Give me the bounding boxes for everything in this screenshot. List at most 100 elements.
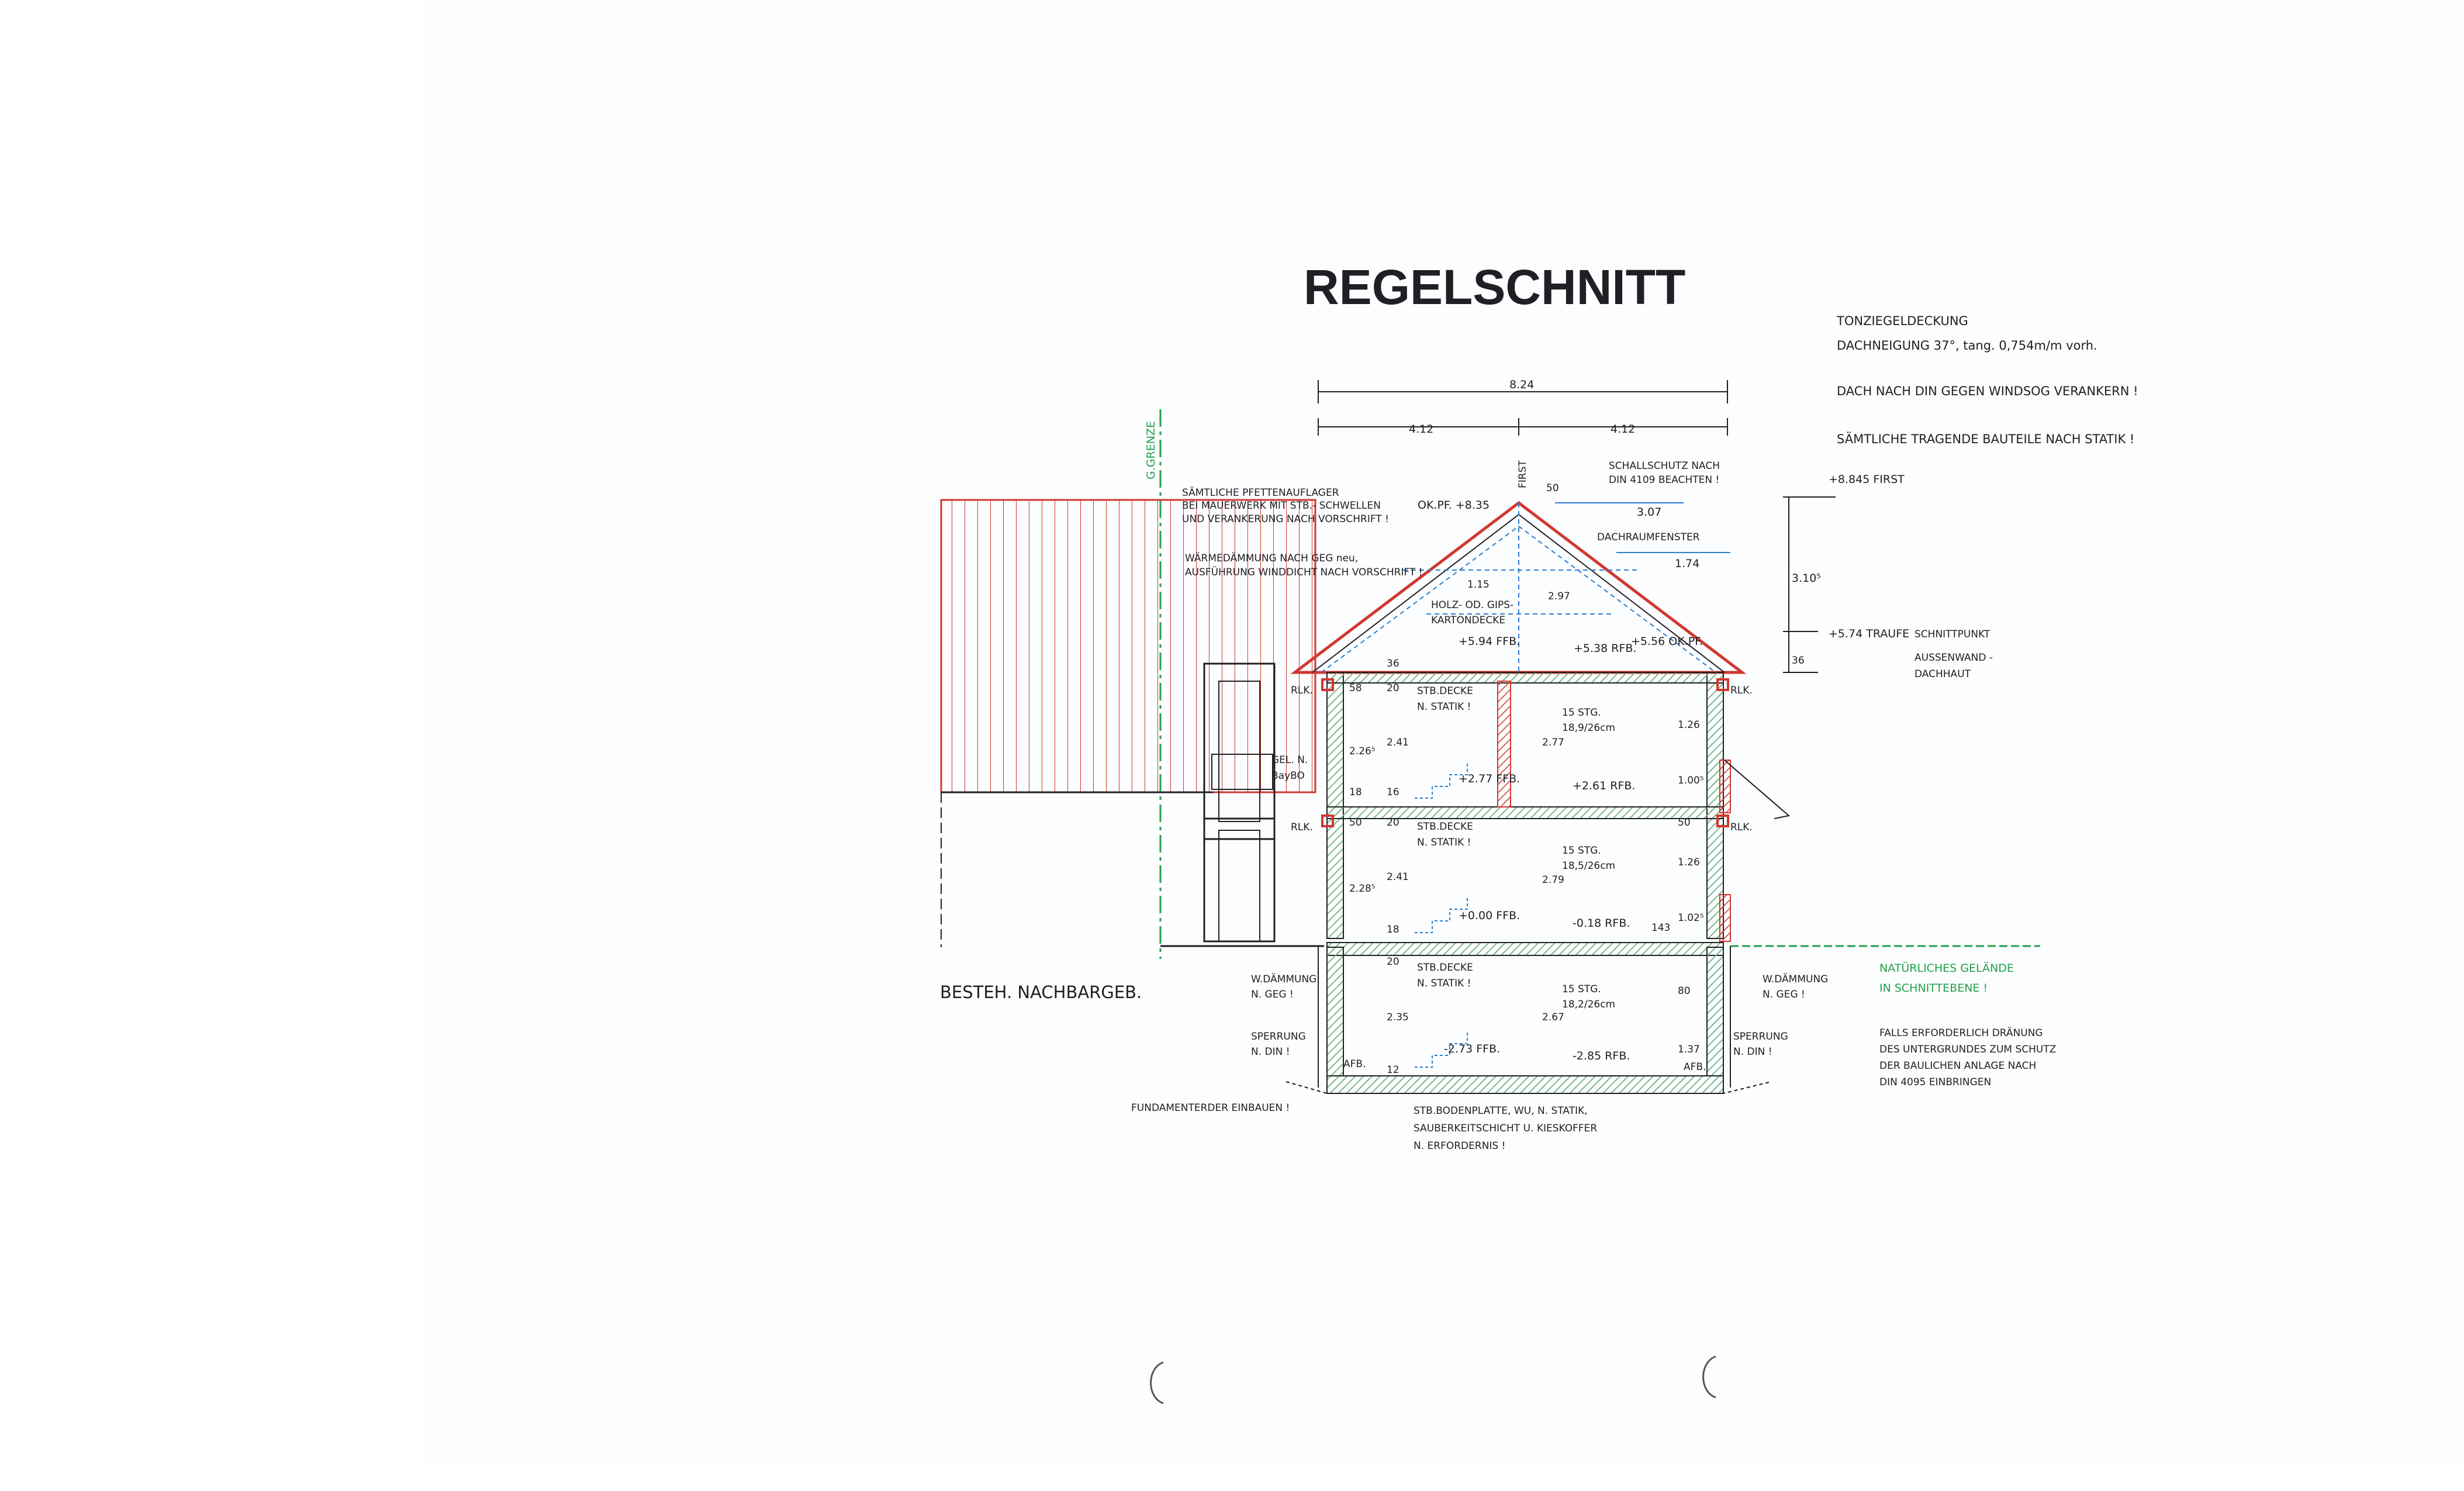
wdaemmung-right-1: W.DÄMMUNG (1763, 973, 1828, 985)
note-windsog: DACH NACH DIN GEGEN WINDSOG VERANKERN ! (1837, 384, 2138, 398)
waerme-note-2: AUSFÜHRUNG WINDDICHT NACH VORSCHRIFT ! (1185, 565, 1423, 578)
dimension-lines (1318, 380, 1836, 673)
rlk-label-2: RLK. (1730, 685, 1753, 696)
sperrung-left-1: SPERRUNG (1251, 1031, 1306, 1043)
dim-floor2-16: 16 (1387, 786, 1399, 798)
holz-note-1: HOLZ- OD. GIPS- (1431, 599, 1513, 611)
note-deckung: TONZIEGELDECKUNG (1836, 314, 1968, 328)
roof-notes: TONZIEGELDECKUNG DACHNEIGUNG 37°, tang. … (1836, 314, 2138, 446)
afb-right: AFB. (1684, 1061, 1706, 1073)
level-rfb-261: +2.61 RFB. (1573, 779, 1635, 792)
dim-dachfenster-1: 3.07 (1637, 506, 1661, 519)
rlk-label-3: RLK. (1291, 822, 1313, 833)
drawing-title: REGELSCHNITT (1304, 260, 1685, 315)
building-section (1285, 672, 1791, 1094)
dim-floor1-126: 1.26 (1678, 857, 1700, 868)
besteh-label: BESTEH. NACHBARGEB. (940, 982, 1142, 1002)
stb-decke-3: STB.DECKE (1417, 962, 1473, 974)
schall-note-2: DIN 4109 BEACHTEN ! (1609, 474, 1719, 486)
dim-dachfenster-2: 1.74 (1675, 557, 1699, 570)
dim-floor1-241: 2.41 (1387, 871, 1409, 883)
draen-note-1: FALLS ERFORDERLICH DRÄNUNG (1879, 1027, 2043, 1039)
sperrung-right-1: SPERRUNG (1733, 1031, 1788, 1043)
first-level-label: +8.845 FIRST (1829, 473, 1905, 486)
dim-keller-143: 143 (1651, 922, 1670, 934)
dim-floor1-102: 1.02⁵ (1678, 912, 1704, 924)
schnitt-note-1: SCHNITTPUNKT (1914, 629, 1990, 640)
pfetten-note-3: UND VERANKERUNG NACH VORSCHRIFT ! (1182, 513, 1389, 525)
stairs-3b: 18,2/26cm (1562, 999, 1615, 1010)
schnitt-note-2: AUSSENWAND - (1914, 652, 1993, 664)
g-grenze-label: G.GRENZE (1145, 421, 1157, 479)
wdaemmung-left-1: W.DÄMMUNG (1251, 973, 1316, 985)
wdaemmung-left-2: N. GEG ! (1251, 989, 1294, 1000)
dim-keller-80: 80 (1678, 985, 1691, 997)
schall-note-1: SCHALLSCHUTZ NACH (1609, 460, 1720, 472)
traufe-label: +5.74 TRAUFE (1829, 627, 1909, 640)
level-rfb-285: -2.85 RFB. (1573, 1050, 1630, 1062)
fundament-note: FUNDAMENTERDER EINBAUEN ! (1131, 1102, 1290, 1114)
dim-floor1-228: 2.28⁵ (1349, 883, 1376, 895)
note-neigung: DACHNEIGUNG 37°, tang. 0,754m/m vorh. (1837, 339, 2097, 353)
stairs-1: 15 STG. (1562, 707, 1601, 719)
gel-note-1: GEL. N. (1271, 754, 1308, 766)
dim-keller-20: 20 (1387, 956, 1399, 968)
sperrung-right-2: N. DIN ! (1733, 1046, 1772, 1058)
dim-keller-12: 12 (1387, 1064, 1399, 1076)
dim-first-50: 50 (1546, 482, 1559, 494)
dim-right-310: 3.10⁵ (1792, 572, 1821, 585)
sperrung-left-2: N. DIN ! (1251, 1046, 1290, 1058)
dim-attic-115: 1.15 (1467, 579, 1490, 591)
wdaemmung-right-2: N. GEG ! (1763, 989, 1805, 1000)
schnitt-note-3: DACHHAUT (1914, 668, 1971, 680)
dim-half-left: 4.12 (1409, 423, 1433, 436)
pfetten-note-1: SÄMTLICHE PFETTENAUFLAGER (1182, 486, 1339, 499)
dim-floor2-277: 2.77 (1542, 737, 1564, 748)
boden-note-1: STB.BODENPLATTE, WU, N. STATIK, (1414, 1105, 1588, 1117)
okpf-top-label: OK.PF. +8.35 (1418, 499, 1490, 512)
level-ffb-277: +2.77 FFB. (1459, 772, 1520, 785)
gelaende-note-1: NATÜRLICHES GELÄNDE (1879, 961, 2014, 975)
dim-floor2-20: 20 (1387, 682, 1399, 694)
dim-floor1-18: 18 (1387, 924, 1399, 936)
dim-keller-267: 2.67 (1542, 1012, 1564, 1023)
stb-decke-2: STB.DECKE (1417, 821, 1473, 833)
dim-half-right: 4.12 (1611, 423, 1635, 436)
draen-note-4: DIN 4095 EINBRINGEN (1879, 1076, 1991, 1088)
waerme-note-1: WÄRMEDÄMMUNG NACH GEG neu, (1185, 552, 1358, 564)
afb-left: AFB. (1343, 1058, 1366, 1070)
dim-attic-297: 2.97 (1548, 591, 1570, 602)
stairs-2: 15 STG. (1562, 845, 1601, 857)
dim-total: 8.24 (1509, 378, 1534, 391)
pfetten-note-2: BEI MAUERWERK MIT STB.- SCHWELLEN (1182, 500, 1381, 512)
dim-floor2-18: 18 (1349, 786, 1362, 798)
n-statik-2: N. STATIK ! (1417, 837, 1471, 848)
punch-hole-right (1702, 1355, 1716, 1399)
stairs-1b: 18,9/26cm (1562, 722, 1615, 734)
draen-note-2: DES UNTERGRUNDES ZUM SCHUTZ (1879, 1044, 2056, 1055)
level-ffb-594: +5.94 FFB. (1459, 635, 1520, 648)
dimension-texts: 8.24 4.12 4.12 50 3.07 1.74 3.10⁵ 36 2.9… (1349, 378, 1821, 1076)
dim-floor1-50r: 50 (1678, 817, 1691, 829)
stb-decke-1: STB.DECKE (1417, 685, 1473, 697)
note-statik: SÄMTLICHE TRAGENDE BAUTEILE NACH STATIK … (1837, 432, 2134, 446)
holz-note-2: KARTONDECKE (1431, 615, 1505, 626)
dim-floor2-126: 1.26 (1678, 719, 1700, 731)
dim-floor2-100: 1.00⁵ (1678, 775, 1704, 786)
gel-note-2: BayBO (1271, 770, 1305, 782)
rlk-label-4: RLK. (1730, 822, 1753, 833)
dim-floor1-20: 20 (1387, 817, 1399, 829)
punch-hole-left (1150, 1361, 1164, 1404)
dachraumfenster-label: DACHRAUMFENSTER (1597, 531, 1700, 543)
stairs-2b: 18,5/26cm (1562, 860, 1615, 872)
dim-keller-235: 2.35 (1387, 1012, 1409, 1023)
dim-floor1-279: 2.79 (1542, 874, 1564, 886)
rlk-label-1: RLK. (1291, 685, 1313, 696)
draen-note-3: DER BAULICHEN ANLAGE NACH (1879, 1060, 2036, 1072)
paper-sheet (421, 0, 2464, 1462)
level-rfb-018: -0.18 RFB. (1573, 917, 1630, 930)
dachfenster-dims (1555, 502, 1730, 553)
level-rfb-538: +5.38 RFB. (1574, 642, 1636, 655)
